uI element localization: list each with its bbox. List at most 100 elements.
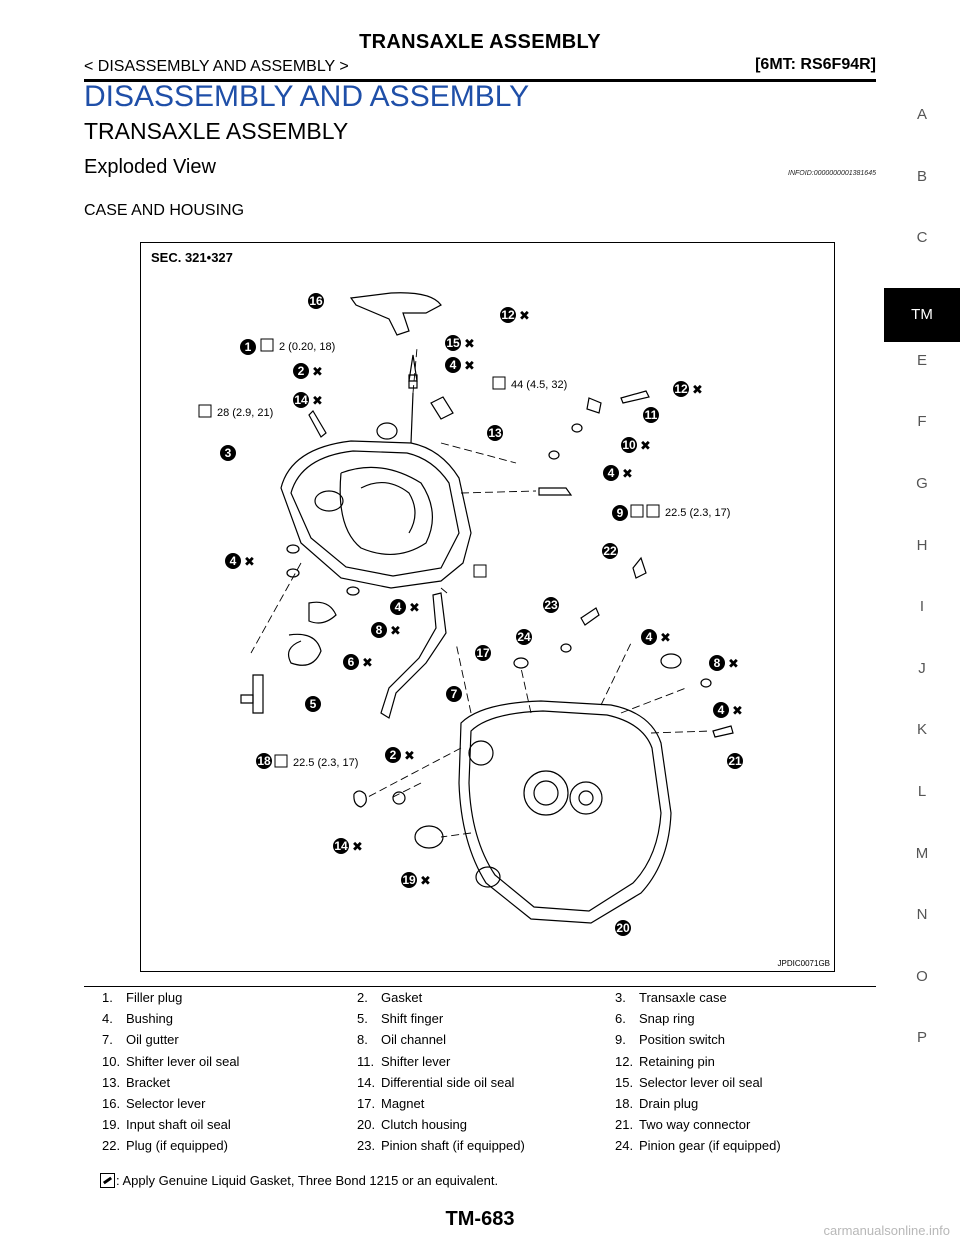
callout-8a: 8 <box>371 622 387 638</box>
svg-text:✖: ✖ <box>622 467 633 482</box>
section-title: DISASSEMBLY AND ASSEMBLY <box>84 80 530 113</box>
svg-text:✖: ✖ <box>464 337 475 352</box>
callout-13: 13 <box>487 425 503 441</box>
legend-row: 7.Oil gutter 8.Oil channel 9.Position sw… <box>102 1032 725 1048</box>
side-index-tab-c[interactable]: C <box>916 229 928 247</box>
svg-text:4: 4 <box>230 554 237 568</box>
svg-text:8: 8 <box>376 623 383 637</box>
callout-3: 3 <box>220 445 236 461</box>
callout-4c: 4 <box>225 553 241 569</box>
svg-text:✖: ✖ <box>244 555 255 570</box>
legend-row: 1.Filler plug 2.Gasket 3.Transaxle case <box>102 990 727 1006</box>
svg-text:✖: ✖ <box>312 394 323 409</box>
callout-9: 9 <box>612 505 628 521</box>
callout-10: 10 <box>621 437 637 453</box>
svg-text:✖: ✖ <box>420 874 431 889</box>
side-index-tab-i[interactable]: I <box>919 598 925 616</box>
svg-text:5: 5 <box>310 697 317 711</box>
svg-text:1: 1 <box>245 340 252 354</box>
callout-16: 16 <box>308 293 324 309</box>
svg-text:✖: ✖ <box>404 749 415 764</box>
callout-23: 23 <box>543 597 559 613</box>
svg-text:19: 19 <box>402 873 416 887</box>
svg-text:13: 13 <box>488 426 502 440</box>
side-index-tab-n[interactable]: N <box>916 906 928 924</box>
side-index-tab-k[interactable]: K <box>916 721 927 739</box>
side-index-tab-l[interactable]: L <box>917 782 927 800</box>
callout-4d: 4 <box>390 599 406 615</box>
heading-exploded-view: Exploded View <box>84 156 216 178</box>
side-index-tab-e[interactable]: E <box>916 351 927 369</box>
side-index-tab-o[interactable]: O <box>916 967 928 985</box>
side-index-tab-j[interactable]: J <box>918 659 926 677</box>
subheading-case-housing: CASE AND HOUSING <box>84 202 245 219</box>
running-header-title: TRANSAXLE ASSEMBLY <box>359 31 601 53</box>
svg-text:14: 14 <box>294 393 308 407</box>
side-index-tab-h[interactable]: H <box>916 536 928 554</box>
side-index-tab-f[interactable]: F <box>917 413 927 431</box>
svg-text:12: 12 <box>501 308 515 322</box>
gasket-note-text: : Apply Genuine Liquid Gasket, Three Bon… <box>116 1173 499 1188</box>
callout-4f: 4 <box>713 702 729 718</box>
side-index-tab-g[interactable]: G <box>916 474 928 492</box>
svg-text:✖: ✖ <box>732 704 743 719</box>
svg-text:2: 2 <box>390 748 397 762</box>
callout-17: 17 <box>475 645 491 661</box>
side-index: A B C TM E F G H I J K L M N O P <box>884 100 960 1085</box>
svg-text:4: 4 <box>395 600 402 614</box>
svg-text:✖: ✖ <box>312 365 323 380</box>
svg-text:4: 4 <box>450 358 457 372</box>
torque-label-drain-plug: 22.5 (2.3, 17) <box>293 757 358 769</box>
svg-text:15: 15 <box>446 336 460 350</box>
breadcrumb: < DISASSEMBLY AND ASSEMBLY > <box>84 58 349 75</box>
svg-text:✖: ✖ <box>692 383 703 398</box>
exploded-view-drawing: 16 12 15 1 4 2 14 12 11 13 10 3 4 9 22 4… <box>198 292 743 936</box>
svg-text:20: 20 <box>616 921 630 935</box>
callout-15: 15 <box>445 335 461 351</box>
exploded-view-figure: SEC. 321•327 <box>140 242 835 972</box>
legend-row: 10.Shifter lever oil seal 11.Shifter lev… <box>102 1053 715 1069</box>
callout-12a: 12 <box>500 307 516 323</box>
model-tag: [6MT: RS6F94R] <box>755 56 876 73</box>
header-rule <box>84 79 876 82</box>
legend-row: 16.Selector lever 17.Magnet 18.Drain plu… <box>102 1096 699 1112</box>
svg-text:7: 7 <box>451 687 458 701</box>
callout-4b: 4 <box>603 465 619 481</box>
side-index-tab-a[interactable]: A <box>916 106 927 123</box>
callout-1: 1 <box>240 339 256 355</box>
callout-4e: 4 <box>641 629 657 645</box>
svg-text:✖: ✖ <box>464 359 475 374</box>
svg-text:✖: ✖ <box>352 840 363 855</box>
side-index-tab-tm[interactable]: TM <box>884 287 960 342</box>
svg-text:11: 11 <box>645 408 658 422</box>
callout-4a: 4 <box>445 357 461 373</box>
legend-row: 22.Plug (if equipped) 23.Pinion shaft (i… <box>102 1138 781 1154</box>
callout-2a: 2 <box>293 363 309 379</box>
side-index-tab-m[interactable]: M <box>915 844 929 862</box>
torque-label-bolt: 28 (2.9, 21) <box>217 407 273 419</box>
callout-11: 11 <box>643 407 659 423</box>
gasket-note: : Apply Genuine Liquid Gasket, Three Bon… <box>100 1173 498 1188</box>
svg-text:22: 22 <box>603 544 617 558</box>
callout-21: 21 <box>727 753 743 769</box>
svg-text:14: 14 <box>334 839 348 853</box>
callout-20: 20 <box>615 920 631 936</box>
svg-text:18: 18 <box>257 754 271 768</box>
callout-12b: 12 <box>673 381 689 397</box>
callout-6: 6 <box>343 654 359 670</box>
legend-table: 1.Filler plug 2.Gasket 3.Transaxle case … <box>84 986 876 1157</box>
info-id: INFOID:0000000001381645 <box>788 170 876 177</box>
legend-row: 13.Bracket 14.Differential side oil seal… <box>102 1074 763 1090</box>
page-number: TM-683 <box>445 1208 515 1230</box>
svg-text:4: 4 <box>646 630 653 644</box>
svg-text:12: 12 <box>674 382 688 396</box>
callout-8b: 8 <box>709 655 725 671</box>
svg-text:10: 10 <box>622 438 636 452</box>
svg-text:21: 21 <box>728 754 742 768</box>
svg-text:6: 6 <box>348 655 355 669</box>
side-index-tab-b[interactable]: B <box>916 167 927 185</box>
figure-code: JPDIC0071GB <box>777 959 830 968</box>
svg-text:✖: ✖ <box>660 631 671 646</box>
callout-18: 18 <box>256 753 272 769</box>
side-index-tab-p[interactable]: P <box>916 1029 927 1047</box>
